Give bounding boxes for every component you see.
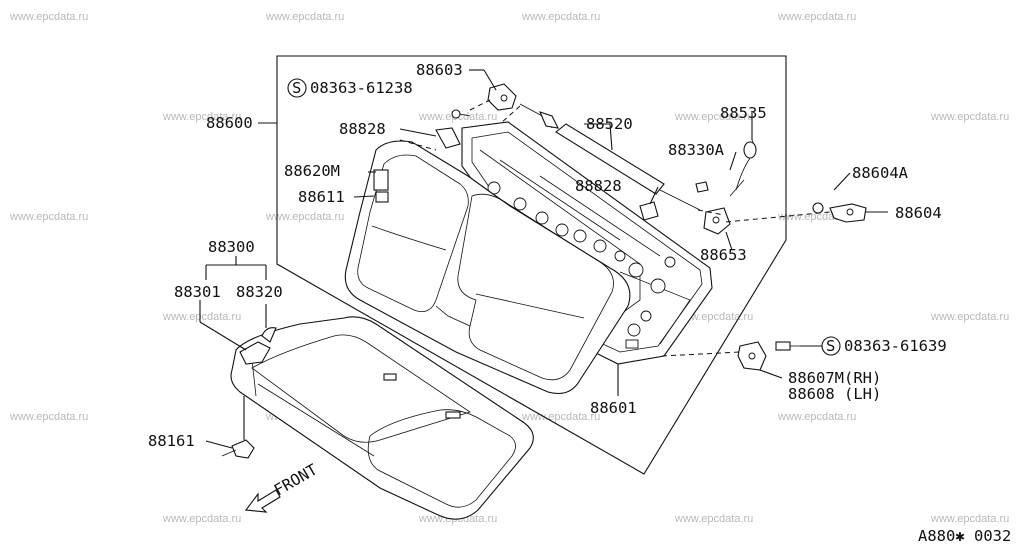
front-label: FRONT	[271, 461, 320, 500]
watermark: www.epcdata.ru	[162, 513, 241, 525]
part-88520-rod	[519, 103, 701, 211]
label-88520: 88520	[586, 115, 633, 133]
part-08363-61238-bolt	[451, 109, 471, 119]
watermark: www.epcdata.ru	[9, 211, 88, 223]
part-88161-hook	[221, 439, 255, 459]
seat-cushion	[230, 316, 534, 520]
leader-lines	[199, 69, 888, 449]
seat-back-cushion	[344, 140, 631, 395]
label-88620m: 88620M	[284, 162, 340, 180]
watermark: www.epcdata.ru	[674, 513, 753, 525]
part-08363-61639-bolt	[775, 341, 800, 351]
part-88604a-bolt	[812, 202, 824, 214]
front-direction-arrow: FRONT	[244, 461, 320, 513]
circled-s-icon	[287, 78, 307, 98]
watermark: www.epcdata.ru	[777, 411, 856, 423]
watermark: www.epcdata.ru	[930, 513, 1009, 525]
part-88653-lock	[703, 207, 731, 235]
label-88603: 88603	[416, 61, 463, 79]
label-88301: 88301	[174, 283, 221, 301]
label-88600: 88600	[206, 114, 253, 132]
circled-s-icon	[821, 336, 841, 356]
part-88604-hinge	[829, 203, 867, 223]
watermark: www.epcdata.ru	[930, 111, 1009, 123]
diagram-code: A880✱ 0032	[918, 527, 1011, 545]
watermark: www.epcdata.ru	[9, 411, 88, 423]
part-88535-cable	[729, 139, 757, 197]
label-08363-61238: 08363-61238	[310, 79, 413, 97]
label-08363-61639-symbol: S	[826, 337, 835, 355]
label-88608: 88608 (LH)	[788, 385, 881, 403]
label-88320: 88320	[236, 283, 283, 301]
part-88828-bracket-b	[639, 201, 659, 221]
label-08363-61238-symbol: S	[292, 79, 301, 97]
seat-back-assembly-frame	[276, 55, 787, 475]
label-88604: 88604	[895, 204, 942, 222]
watermark: www.epcdata.ru	[265, 11, 344, 23]
watermark: www.epcdata.ru	[930, 311, 1009, 323]
label-88601: 88601	[590, 399, 637, 417]
part-88607m-88608-bracket	[737, 341, 767, 371]
watermark: www.epcdata.ru	[777, 11, 856, 23]
label-88535: 88535	[720, 104, 767, 122]
watermark: www.epcdata.ru	[162, 111, 241, 123]
label-88161: 88161	[148, 432, 195, 450]
label-88828-a: 88828	[339, 120, 386, 138]
watermark: www.epcdata.ru	[162, 311, 241, 323]
label-88330a: 88330A	[668, 141, 725, 159]
watermark: www.epcdata.ru	[674, 111, 753, 123]
label-88611: 88611	[298, 188, 345, 206]
watermark: www.epcdata.ru	[9, 11, 88, 23]
label-88300: 88300	[208, 238, 255, 256]
label-08363-61639: 08363-61639	[844, 337, 947, 355]
label-88653: 88653	[700, 246, 747, 264]
part-88828-bracket-a	[435, 127, 461, 149]
part-88603-lock	[487, 83, 517, 111]
label-88604a: 88604A	[852, 164, 909, 182]
label-88607m: 88607M(RH)	[788, 369, 881, 387]
watermark: www.epcdata.ru	[521, 411, 600, 423]
watermark: www.epcdata.ru	[265, 211, 344, 223]
part-88330a-clip	[695, 181, 709, 193]
watermark: www.epcdata.ru	[521, 11, 600, 23]
label-88828-b: 88828	[575, 177, 622, 195]
